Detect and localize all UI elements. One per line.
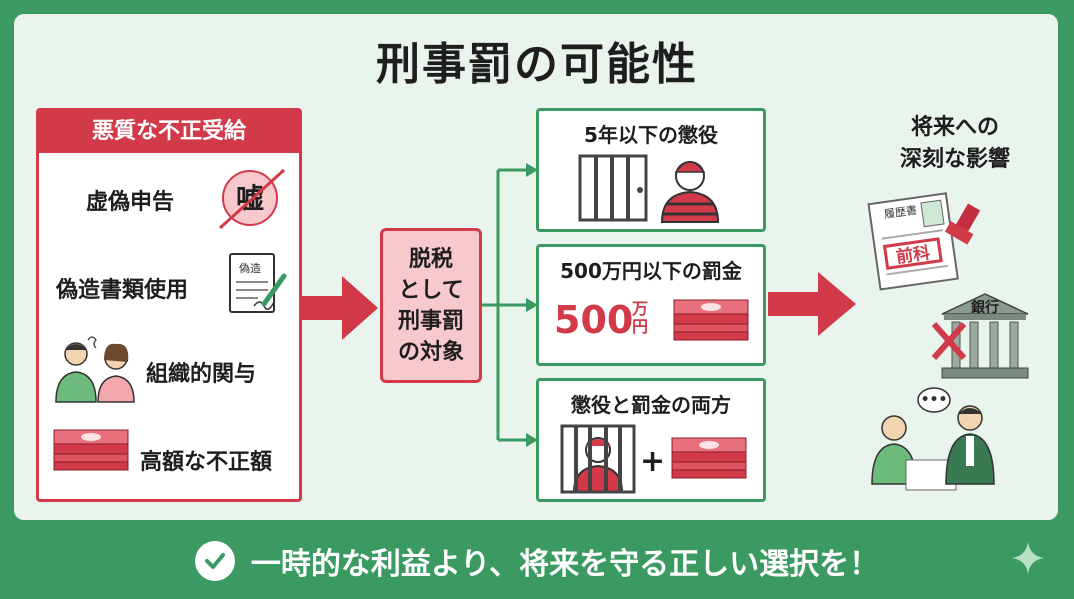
high-fraud-amount-label: 高額な不正額: [140, 450, 273, 475]
plus-sign: +: [640, 444, 666, 479]
malicious-fraud-header: 悪質な不正受給: [39, 111, 299, 153]
organized-people-icon: [55, 336, 135, 403]
prison-option-title: 5年以下の懲役: [584, 123, 718, 147]
fine-unit: 万 円: [632, 300, 648, 336]
branch-lines-icon: [482, 163, 538, 447]
fine-unit-top: 万: [632, 299, 649, 318]
future-impact-title: 将来への 深刻な影響: [880, 112, 1030, 176]
check-icon: [194, 540, 235, 581]
both-option-title: 懲役と罰金の両方: [571, 393, 731, 417]
center-line: 刑事罰: [397, 308, 464, 334]
fine-cash-icon: [673, 299, 749, 341]
future-impact-line: 将来への: [910, 115, 999, 140]
fine-amount: 500: [554, 298, 634, 342]
arrow-to-future-icon: [768, 272, 856, 336]
bank-label: 銀行: [971, 299, 999, 316]
bank-icon: 銀行: [931, 293, 1029, 379]
arrow-to-center-icon: [300, 276, 378, 340]
forged-document-icon: 偽造: [229, 253, 287, 313]
center-line: 脱税: [408, 246, 453, 272]
page-title: 刑事罰の可能性: [376, 39, 698, 90]
criminal-record-resume-icon: 履歴書 前科: [867, 192, 981, 291]
forged-documents-label: 偽造書類使用: [56, 278, 189, 303]
center-line: として: [398, 277, 464, 303]
lie-icon: 嘘: [218, 168, 286, 230]
fine-unit-bottom: 円: [632, 317, 649, 336]
center-line: の対象: [397, 339, 464, 365]
footer-message: 一時的な利益より、将来を守る正しい選択を！: [250, 546, 880, 582]
footer-banner: 一時的な利益より、将来を守る正しい選択を！: [0, 522, 1074, 599]
false-report-label: 虚偽申告: [86, 190, 175, 215]
tax-evasion-box: 脱税 として 刑事罰 の対象: [380, 228, 482, 383]
forged-document-label: 偽造: [239, 261, 261, 275]
sparkle-icon: [1012, 542, 1044, 574]
organized-involvement-label: 組織的関与: [146, 362, 257, 387]
consultation-icon: •••: [871, 387, 995, 491]
speech-bubble-text: •••: [921, 392, 948, 408]
cash-stack-icon: [53, 429, 129, 471]
prison-icon: [578, 154, 720, 223]
prison-option-box: 5年以下の懲役: [536, 108, 766, 232]
fine-option-title: 500万円以下の罰金: [560, 259, 742, 283]
both-cash-icon: [671, 437, 747, 479]
prisoner-behind-bars-icon: [560, 424, 636, 494]
future-impact-line: 深刻な影響: [899, 147, 1010, 172]
resume-label: 履歴書: [883, 203, 918, 221]
criminal-record-label: 前科: [895, 242, 932, 268]
